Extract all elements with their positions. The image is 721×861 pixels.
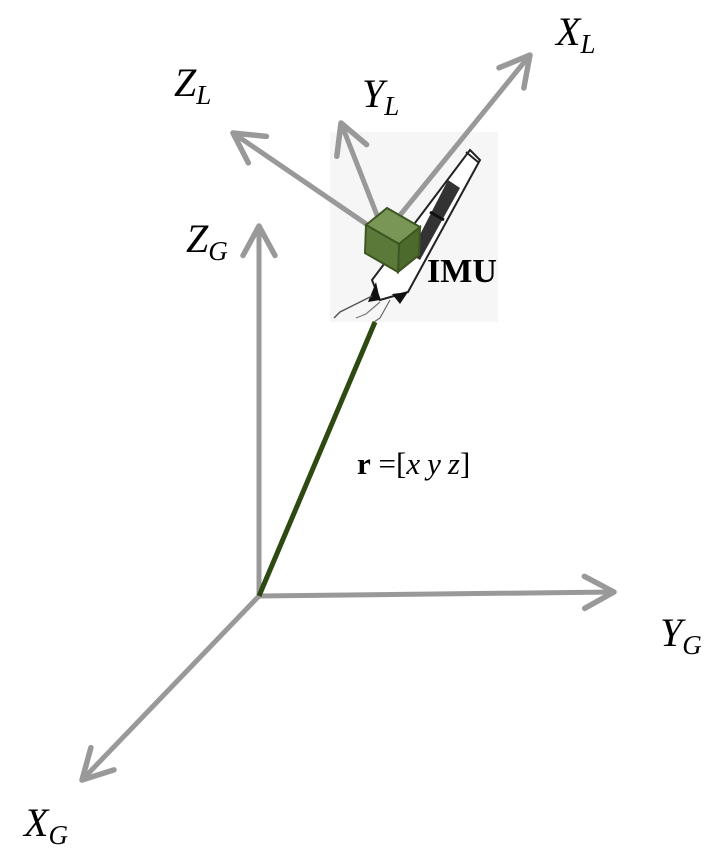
z-global-label: ZG bbox=[186, 216, 228, 266]
local-x-axis bbox=[386, 52, 533, 232]
local-z-axis bbox=[230, 130, 380, 235]
imu-label: IMU bbox=[427, 253, 497, 290]
global-y-axis bbox=[258, 573, 617, 612]
imu-box bbox=[363, 206, 422, 275]
position-vector-line bbox=[256, 321, 378, 597]
z-local-label: ZL bbox=[174, 60, 211, 110]
y-global-label: YG bbox=[660, 610, 702, 660]
global-x-axis bbox=[79, 594, 261, 783]
x-local-label: XL bbox=[554, 9, 595, 59]
x-global-label: XG bbox=[22, 800, 68, 850]
y-local-label: YL bbox=[362, 71, 399, 121]
local-y-axis bbox=[334, 120, 385, 229]
